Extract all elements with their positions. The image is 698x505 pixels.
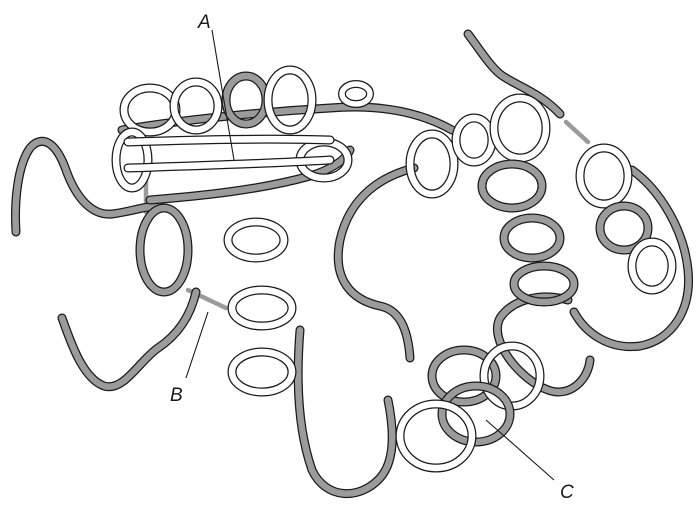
label-c: C <box>560 482 574 503</box>
helix-center-vertical <box>228 222 292 392</box>
leader-line-b <box>186 312 208 378</box>
bridge-right <box>566 122 588 142</box>
helix-top-curl <box>342 84 370 104</box>
ribbon-bottom-loop <box>298 330 392 494</box>
label-a: A <box>197 12 211 33</box>
label-b: B <box>170 385 183 406</box>
ribbon-central-loop <box>338 168 414 358</box>
helix-left-middle <box>116 132 348 292</box>
leader-line-c <box>486 420 554 480</box>
helix-upper-right <box>410 98 574 302</box>
beta-strand-upper <box>128 139 330 142</box>
helix-right <box>580 148 672 290</box>
